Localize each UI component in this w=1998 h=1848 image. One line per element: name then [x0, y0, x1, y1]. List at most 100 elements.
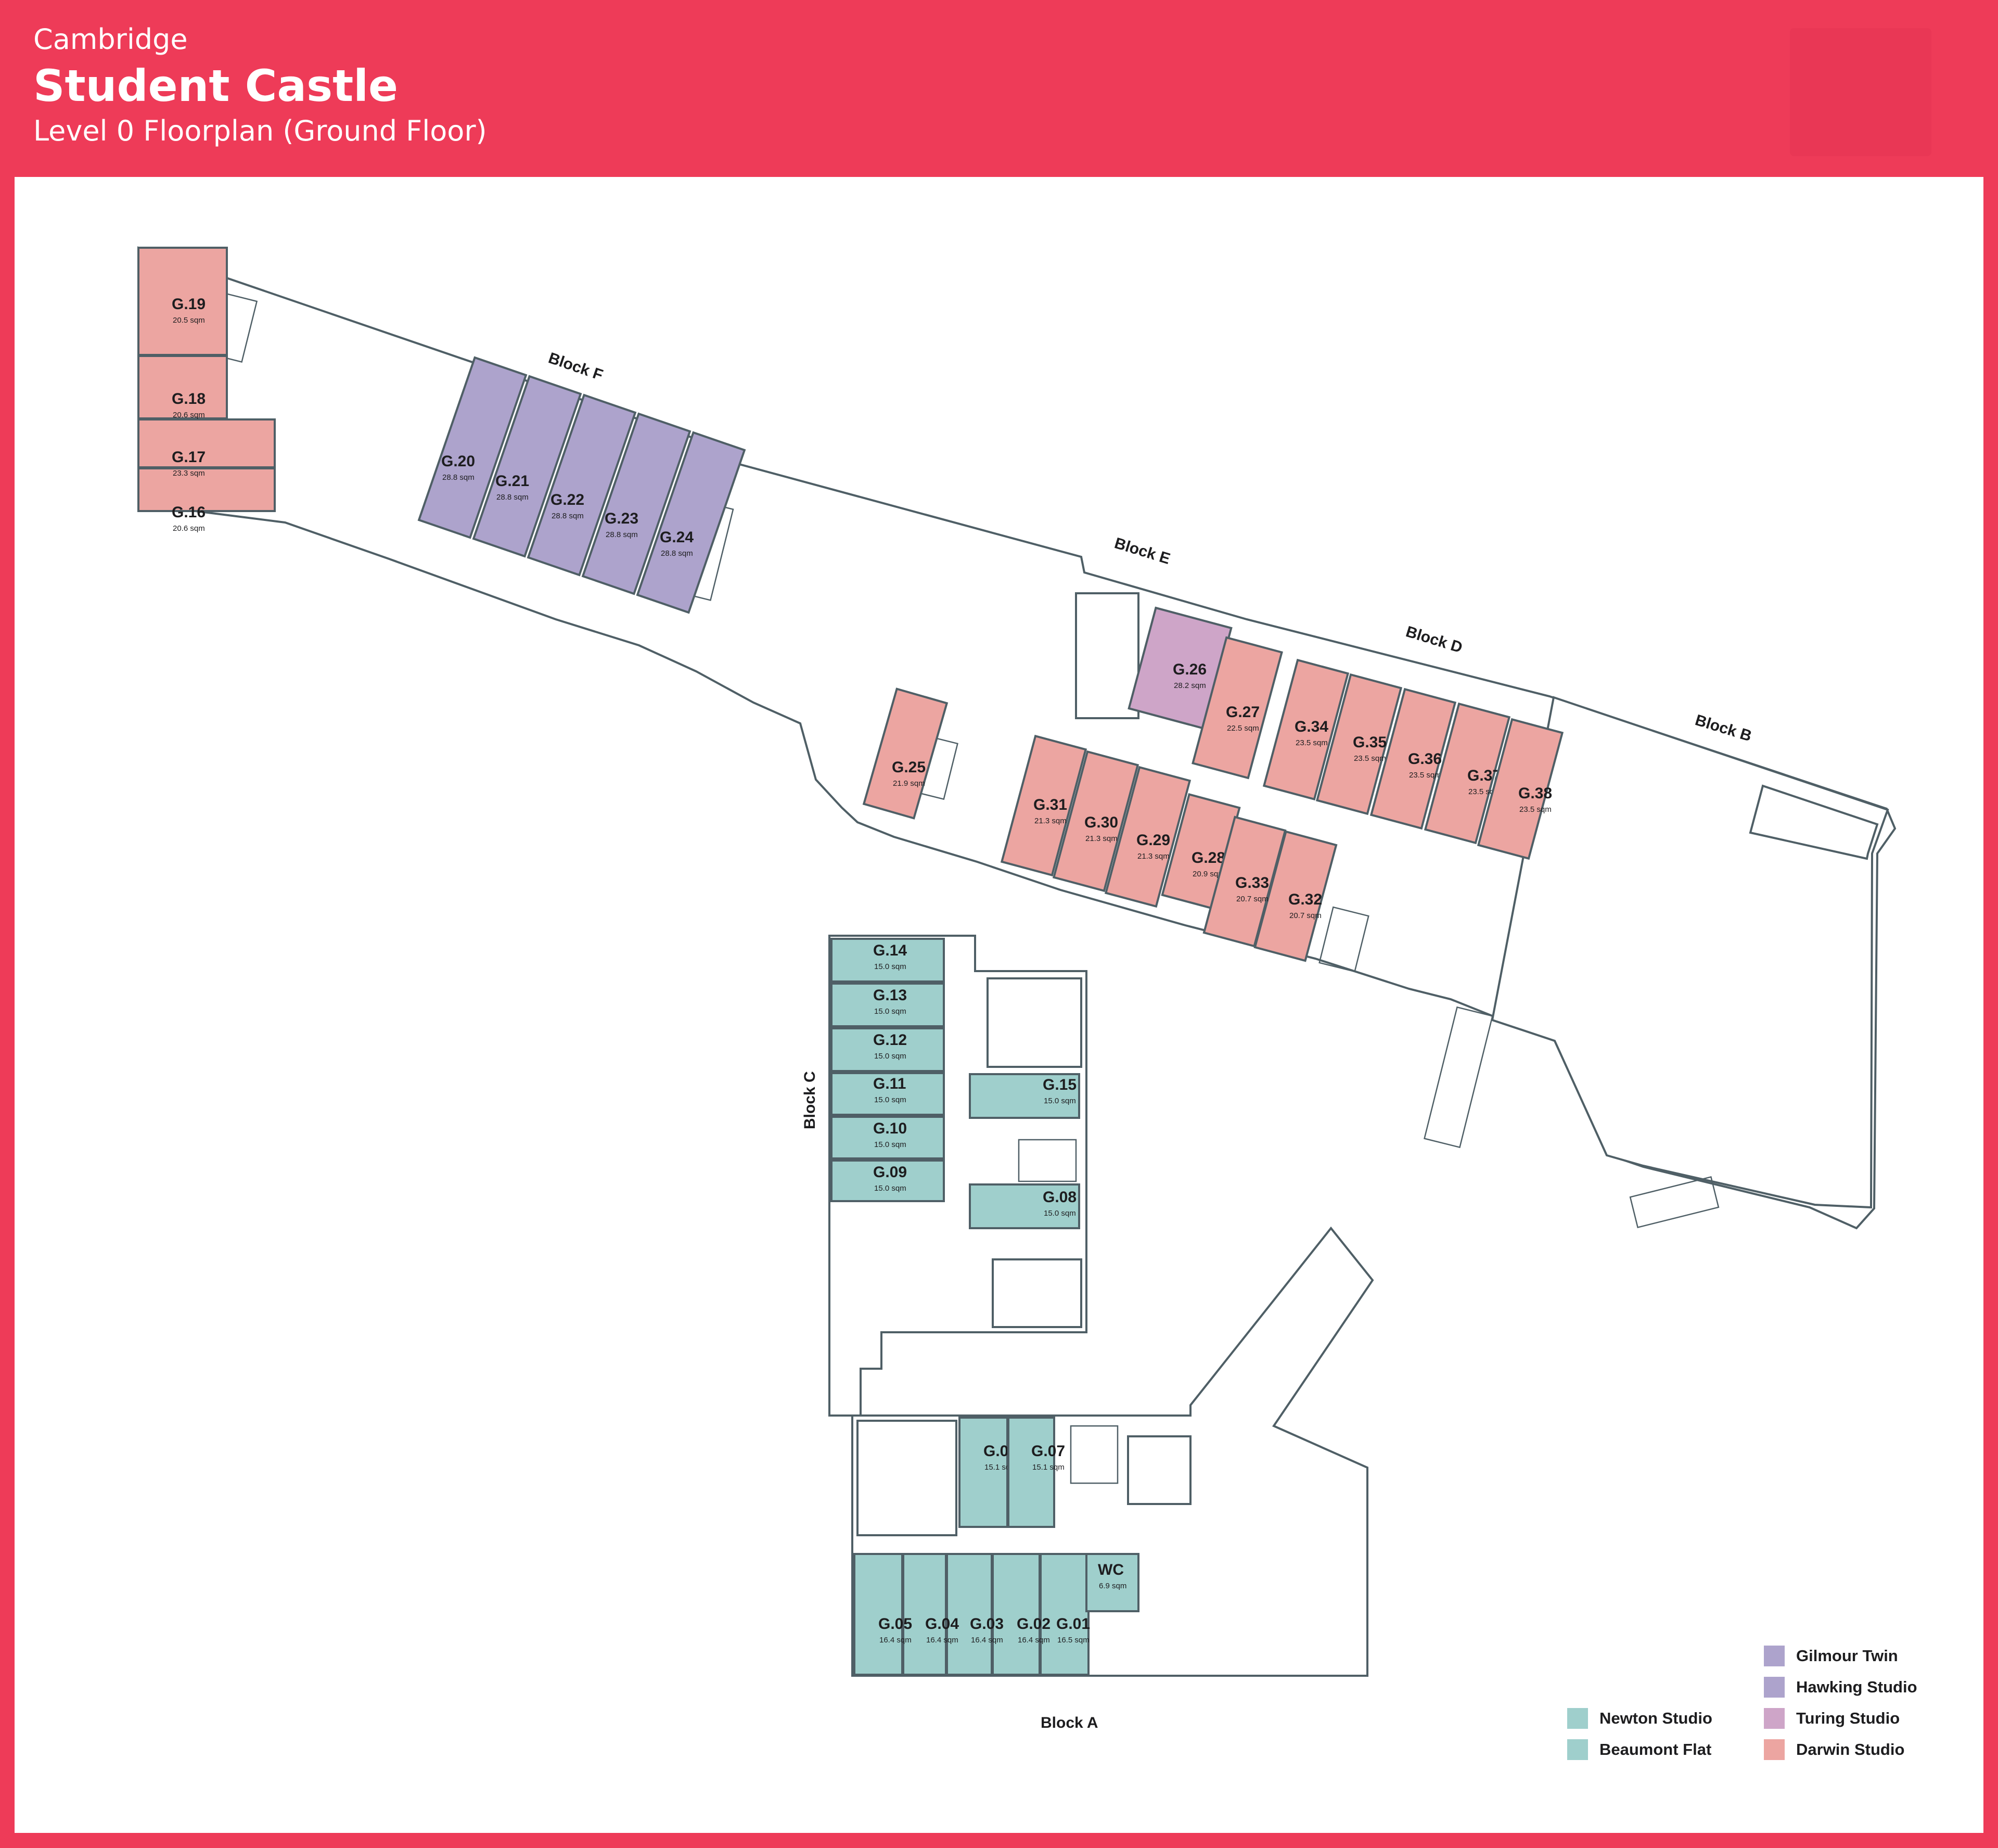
room-g22-label: G.22	[550, 491, 584, 508]
room-g32-size: 20.7 sqm	[1289, 911, 1322, 920]
legend-swatch-newton	[1567, 1708, 1588, 1729]
room-g31-area[interactable]	[1000, 734, 1087, 877]
room-g21-label: G.21	[495, 473, 529, 490]
room-wc[interactable]: WC6.9 sqm	[1085, 1553, 1139, 1612]
room-g05-area[interactable]	[853, 1553, 903, 1676]
room-g14-area[interactable]	[830, 938, 945, 983]
room-g19-size: 20.5 sqm	[173, 316, 205, 325]
legend-label-newton: Newton Studio	[1599, 1709, 1712, 1727]
room-g33-size: 20.7 sqm	[1236, 895, 1269, 903]
room-g35-area[interactable]	[1315, 673, 1403, 815]
room-g24-area[interactable]	[636, 431, 746, 614]
room-g38-area[interactable]	[1477, 718, 1564, 860]
room-g20-area[interactable]	[417, 356, 528, 539]
legend-swatch-hawking	[1764, 1677, 1785, 1698]
room-g12-size: 15.0 sqm	[874, 1052, 906, 1061]
room-g27-area[interactable]	[1192, 636, 1283, 780]
room-g13-label: G.13	[873, 987, 907, 1004]
room-g12-area[interactable]	[830, 1027, 945, 1072]
room-g33-area[interactable]	[1202, 815, 1287, 948]
room-g37-area[interactable]	[1424, 702, 1511, 845]
room-g09-size: 15.0 sqm	[874, 1184, 906, 1193]
room-g21-size: 28.8 sqm	[496, 493, 529, 502]
stair-block-b-south	[1629, 1176, 1720, 1228]
room-g21-area[interactable]	[472, 375, 582, 558]
room-g16-area[interactable]	[137, 467, 276, 512]
room-g21[interactable]: G.21 28.8 sqm	[472, 375, 582, 558]
room-g28-label: G.28	[1192, 849, 1225, 866]
room-g15-area[interactable]	[969, 1073, 1080, 1119]
room-g18-label: G.18	[172, 390, 206, 407]
legend-label-turing: Turing Studio	[1796, 1709, 1900, 1727]
room-g29-label: G.29	[1136, 832, 1170, 849]
room-g17-area[interactable]	[137, 418, 276, 468]
room-g36-area[interactable]	[1369, 687, 1457, 830]
room-g01-size: 16.5 sqm	[1057, 1636, 1090, 1645]
room-g30-area[interactable]	[1052, 750, 1139, 893]
room-g34-area[interactable]	[1262, 658, 1350, 801]
room-g07-area[interactable]	[1007, 1417, 1055, 1528]
room-g06-area[interactable]	[958, 1417, 1008, 1528]
room-g23-area[interactable]	[581, 412, 691, 595]
room-g38-label: G.38	[1518, 785, 1552, 802]
room-g22-area[interactable]	[527, 393, 637, 577]
room-g09-area[interactable]	[830, 1159, 945, 1202]
room-g03-area[interactable]	[946, 1553, 993, 1676]
room-g13-area[interactable]	[830, 983, 945, 1027]
room-g01-area[interactable]	[1040, 1553, 1090, 1676]
room-g02-area[interactable]	[992, 1553, 1041, 1676]
room-g25-area[interactable]	[862, 687, 949, 820]
room-g04-area[interactable]	[902, 1553, 947, 1676]
room-g19-area[interactable]	[137, 247, 228, 356]
room-g29-area[interactable]	[1104, 766, 1192, 908]
room-g08-area[interactable]	[969, 1183, 1080, 1229]
room-g18-area[interactable]	[137, 355, 228, 419]
block-label-d: Block D	[1404, 623, 1464, 656]
room-wc-label: WC	[1098, 1561, 1124, 1578]
floor-subtitle: Level 0 Floorplan (Ground Floor)	[33, 114, 487, 147]
room-g03-size: 16.4 sqm	[971, 1636, 1003, 1645]
room-g11-area[interactable]	[830, 1072, 945, 1116]
room-wc-area[interactable]	[1085, 1553, 1139, 1612]
room-g10-area[interactable]	[830, 1116, 945, 1159]
legend-label-beaumont: Beaumont Flat	[1599, 1740, 1712, 1758]
room-g28-size: 20.9 sqm	[1193, 870, 1225, 878]
